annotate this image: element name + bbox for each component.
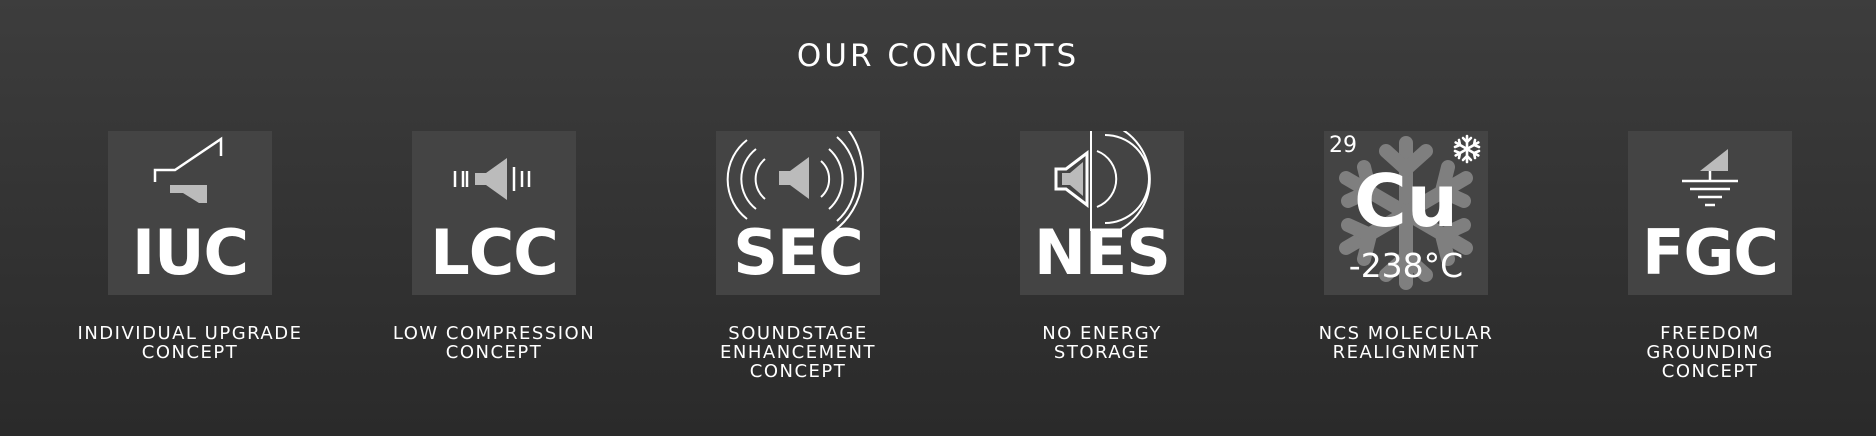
atomic-number: 29 xyxy=(1329,133,1357,158)
concept-acronym: LCC xyxy=(430,216,559,289)
speaker-waves-icon xyxy=(726,131,864,232)
upgrade-ramp-icon xyxy=(153,136,223,203)
concept-iuc: IUC INDIVIDUAL UPGRADE CONCEPT xyxy=(78,131,301,362)
concept-caption: INDIVIDUAL UPGRADE CONCEPT xyxy=(77,323,303,363)
concept-ncs: 29 Cu -238°C NCS MOLECULAR REALIGNMENT xyxy=(1319,131,1492,362)
concept-tile: LCC xyxy=(412,131,576,295)
section-title: OUR CONCEPTS xyxy=(796,38,1080,74)
concept-nes: NES NO ENERGY STORAGE xyxy=(1020,131,1184,362)
concept-tile: FGC xyxy=(1628,131,1792,295)
concept-caption: SOUNDSTAGE ENHANCEMENT CONCEPT xyxy=(720,323,876,382)
concept-tile: 29 Cu -238°C xyxy=(1324,131,1488,295)
concept-tile: NES xyxy=(1020,131,1184,295)
concept-caption: FREEDOM GROUNDING CONCEPT xyxy=(1646,323,1774,382)
concept-sec: SEC SOUNDSTAGE ENHANCEMENT CONCEPT xyxy=(716,131,880,381)
concept-acronym: FGC xyxy=(1642,216,1779,289)
concept-acronym: NES xyxy=(1034,216,1171,289)
concept-caption: NO ENERGY STORAGE xyxy=(1042,323,1162,363)
concept-tile: SEC xyxy=(716,131,880,295)
concept-fgc: FGC FREEDOM GROUNDING CONCEPT xyxy=(1628,131,1792,381)
snowflake-icon xyxy=(1339,136,1473,290)
concept-caption: NCS MOLECULAR REALIGNMENT xyxy=(1318,323,1494,363)
speaker-ticks-icon xyxy=(453,158,531,200)
concept-tile: IUC xyxy=(108,131,272,295)
snowflake-small-icon xyxy=(1453,134,1481,164)
concept-acronym: IUC xyxy=(132,216,249,289)
concept-caption: LOW COMPRESSION CONCEPT xyxy=(392,323,596,363)
element-symbol: Cu xyxy=(1353,159,1459,243)
ground-icon xyxy=(1682,149,1738,207)
concept-acronym: SEC xyxy=(733,216,864,289)
speaker-outline-icon xyxy=(1054,131,1151,234)
concept-lcc: LCC LOW COMPRESSION CONCEPT xyxy=(393,131,594,362)
temperature-label: -238°C xyxy=(1348,246,1464,285)
